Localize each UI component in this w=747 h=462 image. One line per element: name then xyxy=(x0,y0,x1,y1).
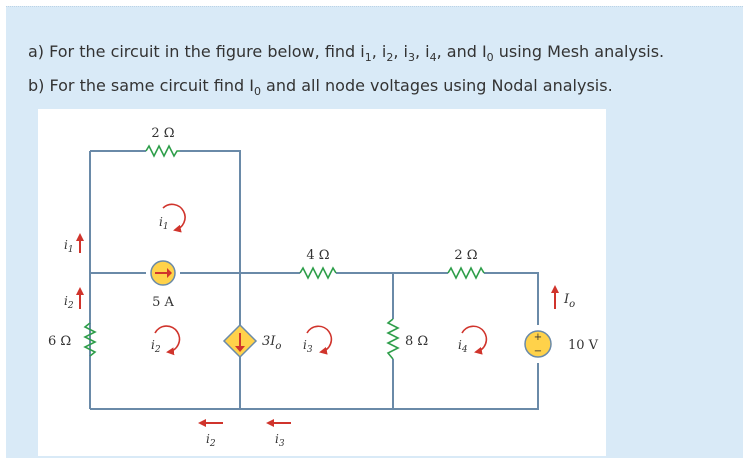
io-text: I xyxy=(563,292,570,307)
qa-sub-1: 1 xyxy=(364,51,372,64)
qb-text-2: and all node voltages using Nodal analys… xyxy=(260,76,613,95)
resistor-8ohm xyxy=(386,318,400,360)
labels: 2 Ω 4 Ω 2 Ω 6 Ω 8 Ω 5 A 10 V 3Io i1 i2 i… xyxy=(48,126,599,449)
mesh1-sub: 1 xyxy=(163,222,169,232)
qa-text-4: , i xyxy=(414,42,430,61)
bottom-i2-text: i xyxy=(206,432,210,446)
mesh4-text: i xyxy=(458,338,462,352)
label-r-mid: 4 Ω xyxy=(306,248,329,263)
qb-sub-0: 0 xyxy=(253,85,261,98)
mesh-arrow-2 xyxy=(154,325,181,356)
label-bottom-i2: i2 xyxy=(206,432,216,449)
label-r-right-top: 2 Ω xyxy=(454,248,477,263)
qa-sub-2: 2 xyxy=(386,51,394,64)
current-source-5a xyxy=(150,260,176,286)
qb-text-1: b) For the same circuit find I xyxy=(28,76,254,95)
label-r-left: 6 Ω xyxy=(48,334,71,349)
dep-text: 3I xyxy=(262,334,276,349)
label-bottom-i3: i3 xyxy=(275,432,285,449)
mesh2-text: i xyxy=(151,338,155,352)
qa-text-1: a) For the circuit in the figure below, … xyxy=(28,42,365,61)
label-dependent-source: 3Io xyxy=(262,334,281,352)
mesh-arrow-4 xyxy=(461,325,488,355)
voltage-source-body xyxy=(524,330,552,358)
label-voltage-source: 10 V xyxy=(568,338,599,353)
resistor-2ohm-right xyxy=(447,266,485,280)
voltage-plus-sign: + xyxy=(534,332,542,343)
mesh-arrow-3 xyxy=(306,325,333,355)
qa-sub-3: 3 xyxy=(407,51,415,64)
bottom-i3-sub: 3 xyxy=(279,439,285,449)
label-mesh-3: i3 xyxy=(303,338,313,355)
bottom-i2-sub: 2 xyxy=(209,439,216,449)
wires xyxy=(89,150,539,410)
side-i1-text: i xyxy=(64,238,68,252)
label-io: Io xyxy=(563,292,575,310)
resistor-4ohm xyxy=(299,266,337,280)
qa-text-5: , and I xyxy=(436,42,487,61)
question-part-b: b) For the same circuit find I0 and all … xyxy=(28,76,613,98)
label-mesh-1: i1 xyxy=(159,215,169,232)
side-i1-sub: 1 xyxy=(68,245,74,255)
qa-text-2: , i xyxy=(371,42,387,61)
mesh3-text: i xyxy=(303,338,307,352)
resistors xyxy=(83,144,485,360)
bottom-i3-text: i xyxy=(275,432,279,446)
side-i2-text: i xyxy=(64,294,68,308)
mesh2-sub: 2 xyxy=(154,345,161,355)
label-mesh-2: i2 xyxy=(151,338,161,355)
qa-text-6: using Mesh analysis. xyxy=(493,42,665,61)
mesh3-sub: 3 xyxy=(307,345,313,355)
label-side-i2: i2 xyxy=(64,294,74,311)
mesh4-sub: 4 xyxy=(461,345,468,355)
mesh-arrow-1 xyxy=(162,203,186,233)
label-current-source: 5 A xyxy=(152,295,174,310)
question-panel: a) For the circuit in the figure below, … xyxy=(6,6,743,458)
qa-sub-4: 4 xyxy=(429,51,437,64)
mesh1-text: i xyxy=(159,215,163,229)
resistor-2ohm-top xyxy=(145,144,180,158)
current-source-arrowhead xyxy=(167,268,172,278)
dep-sub: o xyxy=(275,341,281,352)
current-arrows xyxy=(76,233,559,427)
label-r-8: 8 Ω xyxy=(405,334,428,349)
dependent-source-arrowhead xyxy=(235,346,245,352)
wire-bottom-right xyxy=(240,363,539,410)
label-mesh-4: i4 xyxy=(458,338,468,355)
dependent-current-source xyxy=(222,323,258,359)
wire-top-right xyxy=(180,150,241,409)
side-i2-sub: 2 xyxy=(67,301,74,311)
resistor-6ohm xyxy=(83,322,97,357)
io-sub: o xyxy=(569,299,575,310)
qa-text-3: , i xyxy=(393,42,408,61)
label-r-top: 2 Ω xyxy=(151,126,174,141)
circuit-diagram: + − 2 Ω 4 Ω 2 Ω xyxy=(48,126,599,449)
voltage-source-10v: + − xyxy=(524,330,552,358)
mesh-arrows xyxy=(154,203,488,356)
wire-mid-b xyxy=(484,272,539,325)
label-side-i1: i1 xyxy=(64,238,74,255)
circuit-figure: + − 2 Ω 4 Ω 2 Ω xyxy=(38,109,606,456)
question-part-a: a) For the circuit in the figure below, … xyxy=(28,42,665,64)
voltage-minus-sign: − xyxy=(534,346,542,357)
qa-sub-0: 0 xyxy=(486,51,494,64)
